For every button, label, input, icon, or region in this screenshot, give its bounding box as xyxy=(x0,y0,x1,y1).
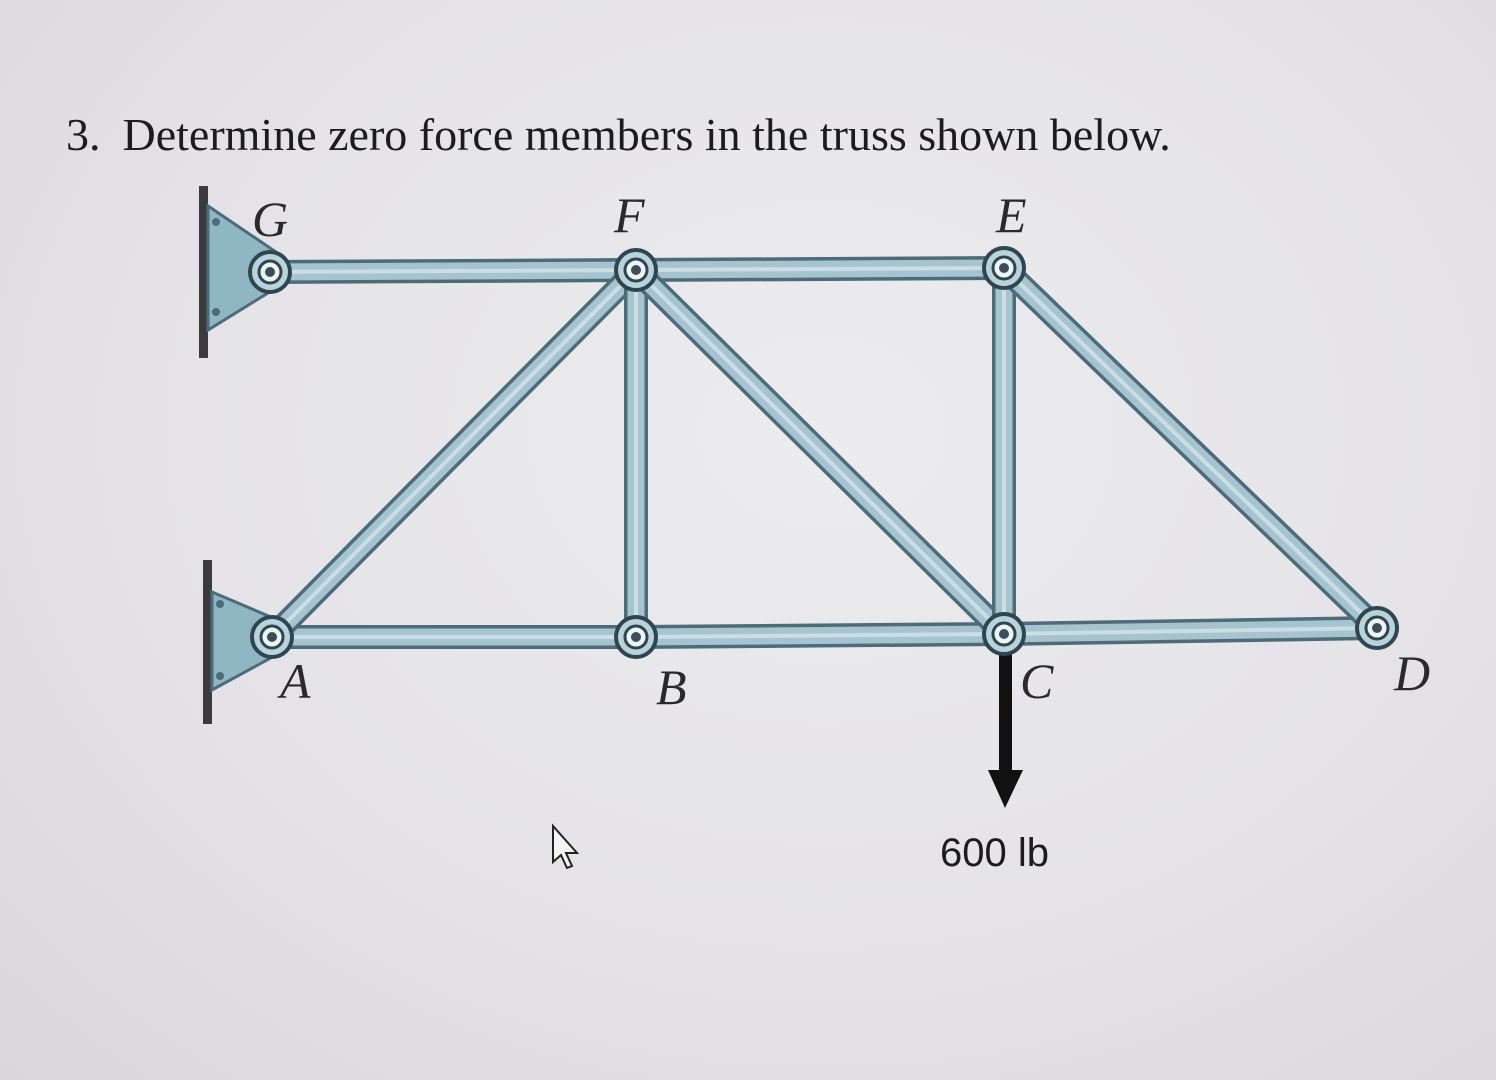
member-af xyxy=(263,261,645,646)
node-label-b: B xyxy=(656,659,687,715)
node-label-g: G xyxy=(252,191,288,247)
node-label-f: F xyxy=(613,187,645,243)
load-value-label: 600 lb xyxy=(940,831,1049,875)
member-fc xyxy=(627,261,1013,643)
joint-pin-c xyxy=(982,612,1026,656)
truss-members xyxy=(263,256,1386,649)
bolt-icon xyxy=(212,218,220,226)
member-cd xyxy=(1003,616,1378,646)
question-number: 3. xyxy=(66,109,101,160)
mouse-cursor-icon xyxy=(552,823,580,870)
member-gf xyxy=(269,258,637,284)
joint-pin-b xyxy=(614,615,658,659)
bolt-icon xyxy=(216,600,224,608)
joint-pin-f xyxy=(614,248,658,292)
joint-pin-g xyxy=(248,250,292,294)
question-text: 3. Determine zero force members in the tr… xyxy=(66,108,1171,161)
node-label-c: C xyxy=(1020,653,1054,709)
node-label-a: A xyxy=(277,653,311,709)
node-label-e: E xyxy=(995,187,1027,243)
bolt-icon xyxy=(212,308,220,316)
node-label-d: D xyxy=(1393,645,1430,701)
member-fe xyxy=(635,256,1005,282)
truss-joints xyxy=(248,246,1399,659)
wall-line-a xyxy=(203,560,212,724)
member-ed xyxy=(995,259,1386,637)
load-arrow xyxy=(988,648,1023,808)
member-bc xyxy=(635,622,1005,649)
joint-pin-e xyxy=(982,246,1026,290)
arrow-down-icon xyxy=(988,770,1023,808)
bolt-icon xyxy=(216,672,224,680)
load-arrow-shaft xyxy=(999,648,1012,772)
question-body: Determine zero force members in the trus… xyxy=(122,109,1171,160)
joint-pin-a xyxy=(250,615,294,659)
wall-line-g xyxy=(199,186,208,358)
joint-pin-d xyxy=(1355,606,1399,650)
